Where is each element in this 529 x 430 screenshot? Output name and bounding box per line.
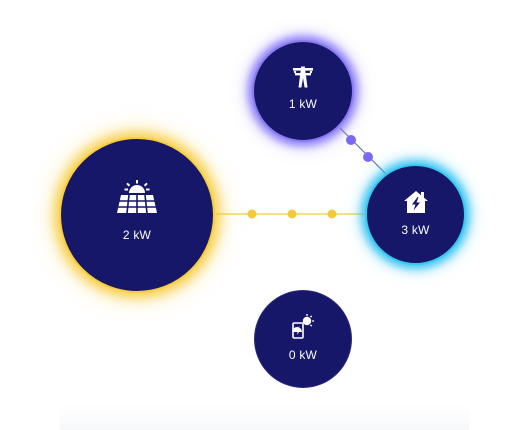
solar-node[interactable]: 2 kW <box>59 137 215 293</box>
battery-sun-icon <box>292 314 314 339</box>
battery-power-value: 0 kW <box>288 348 318 362</box>
grid-to-home-line <box>339 127 387 175</box>
solar-power-value: 2 kW <box>122 228 152 242</box>
solar-flow-dot <box>287 209 297 219</box>
home-lightning-icon <box>403 190 428 213</box>
solar-flow-dot <box>247 209 257 219</box>
home-power-value: 3 kW <box>401 222 430 237</box>
card-floor <box>60 404 469 430</box>
grid-flow-dot <box>363 152 373 162</box>
home-node[interactable]: 3 kW <box>365 164 466 265</box>
power-pylon-icon <box>293 66 313 88</box>
grid-node[interactable]: 1 kW <box>252 40 354 142</box>
solar-flow-dot <box>327 209 337 219</box>
grid-flow-dot <box>346 135 356 145</box>
grid-power-value: 1 kW <box>288 97 318 111</box>
solar-panel-icon <box>117 180 157 214</box>
battery-node[interactable]: 0 kW <box>254 290 352 388</box>
